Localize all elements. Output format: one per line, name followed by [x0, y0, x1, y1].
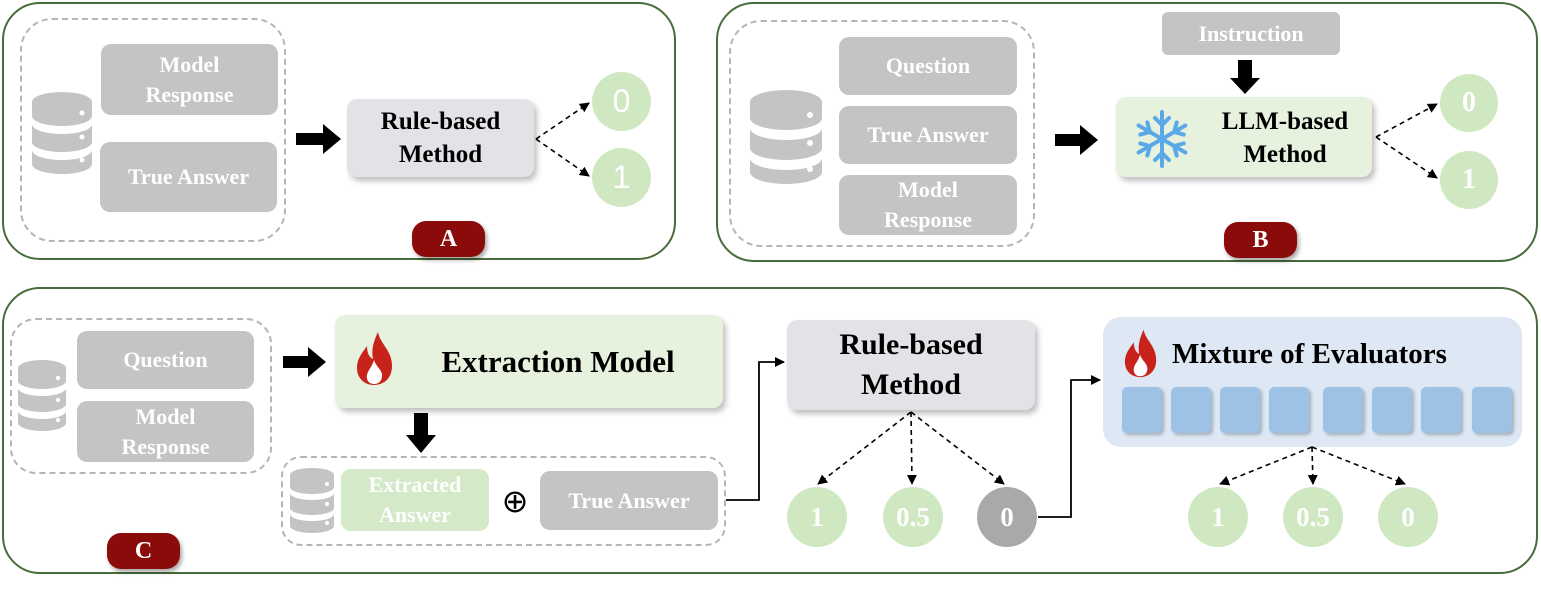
evaluator-cell — [1220, 387, 1260, 433]
mixture-output-0: 0 — [1378, 487, 1438, 547]
database-icon — [32, 92, 92, 174]
instruction-box: Instruction — [1162, 12, 1340, 55]
mixture-of-evaluators-label: Mixture of Evaluators — [1172, 338, 1447, 370]
true-answer-box: True Answer — [540, 471, 718, 530]
output-zero: 0 — [592, 72, 651, 131]
rule-output-0-5-label: 0.5 — [896, 501, 930, 532]
model-response-label: Model Response — [121, 403, 210, 459]
arrow-icon — [817, 411, 912, 485]
evaluator-cell — [1122, 387, 1162, 433]
question-box: Question — [77, 331, 254, 389]
arrow-icon — [1311, 446, 1406, 486]
rule-output-0: 0 — [977, 487, 1037, 547]
arrow-icon — [726, 357, 785, 501]
mixture-output-1-label: 1 — [1211, 501, 1225, 532]
database-icon — [750, 90, 822, 184]
llm-based-method-label: LLM-based Method — [1221, 108, 1349, 168]
arrow-icon — [1307, 446, 1318, 485]
output-zero-label: 0 — [612, 83, 631, 119]
mixture-output-0-label: 0 — [1401, 501, 1415, 532]
true-answer-box: True Answer — [100, 142, 277, 212]
rule-output-1: 1 — [787, 487, 847, 547]
model-response-label: Model Response — [145, 51, 234, 107]
evaluator-cell — [1372, 387, 1412, 433]
question-label: Question — [123, 347, 208, 372]
rule-output-0-label: 0 — [1000, 501, 1014, 532]
extracted-answer-label: Extracted Answer — [368, 472, 462, 527]
arrow-icon — [906, 411, 917, 485]
arrow-icon — [535, 138, 590, 177]
mixture-output-1: 1 — [1188, 487, 1248, 547]
arrow-icon — [406, 413, 436, 453]
panel-c-input-group — [10, 318, 272, 474]
question-box: Question — [839, 37, 1017, 95]
true-answer-label: True Answer — [127, 164, 250, 189]
evaluator-cell — [1421, 387, 1461, 433]
evaluator-cell — [1171, 387, 1211, 433]
extraction-model-label: Extraction Model — [441, 344, 675, 379]
model-response-box: Model Response — [77, 401, 254, 462]
arrow-icon — [296, 124, 341, 154]
true-answer-label: True Answer — [568, 487, 690, 513]
rule-based-method-label: Rule-based Method — [839, 328, 983, 401]
model-response-box: Model Response — [101, 44, 278, 115]
panel-b-badge: B — [1224, 222, 1297, 258]
output-one: 1 — [592, 148, 651, 207]
output-one-label: 1 — [612, 159, 631, 195]
output-zero-label: 0 — [1462, 87, 1476, 118]
panel-a-badge-label: A — [439, 225, 458, 252]
output-one: 1 — [1440, 151, 1498, 209]
panel-b-input-group — [729, 20, 1035, 247]
arrow-icon — [1375, 103, 1438, 138]
model-response-label: Model Response — [883, 177, 972, 232]
instruction-label: Instruction — [1198, 20, 1304, 46]
mixture-output-0-5-label: 0.5 — [1296, 501, 1330, 532]
arrow-icon — [1230, 60, 1260, 94]
arrow-icon — [283, 347, 326, 377]
extraction-model-box — [335, 315, 723, 408]
rule-based-method-label: Rule-based Method — [380, 108, 501, 168]
rule-output-0-5: 0.5 — [883, 487, 943, 547]
panel-a-badge: A — [412, 221, 485, 257]
extracted-answer-box: Extracted Answer — [341, 469, 489, 531]
panel-c-badge-label: C — [134, 537, 153, 564]
arrow-icon — [1375, 136, 1438, 179]
arrow-icon — [910, 411, 1005, 485]
evaluator-cell — [1472, 387, 1512, 433]
rule-based-method-box: Rule-based Method — [787, 320, 1035, 410]
extracted-group — [281, 456, 726, 546]
rule-output-1-label: 1 — [810, 501, 824, 532]
panel-c-badge: C — [107, 533, 180, 569]
true-answer-label: True Answer — [867, 122, 989, 147]
arrow-icon — [535, 102, 590, 140]
oplus-symbol: ⊕ — [501, 482, 529, 520]
arrow-icon — [1055, 125, 1098, 155]
arrow-icon — [1219, 446, 1313, 486]
flame-icon — [1124, 329, 1157, 378]
true-answer-box: True Answer — [839, 106, 1017, 164]
arrow-icon — [1038, 375, 1101, 518]
mixture-output-0-5: 0.5 — [1283, 487, 1343, 547]
evaluator-cell — [1323, 387, 1363, 433]
database-icon — [18, 360, 66, 431]
flame-icon — [357, 332, 392, 385]
snowflake-icon — [1136, 110, 1188, 168]
database-icon — [290, 468, 334, 533]
rule-based-method-box: Rule-based Method — [347, 99, 534, 177]
output-one-label: 1 — [1462, 164, 1476, 195]
model-response-box: Model Response — [839, 175, 1017, 235]
question-label: Question — [885, 53, 971, 78]
output-zero: 0 — [1440, 74, 1498, 132]
evaluator-cell — [1269, 387, 1309, 433]
panel-b-badge-label: B — [1252, 226, 1269, 253]
panel-a-input-group — [20, 18, 286, 242]
